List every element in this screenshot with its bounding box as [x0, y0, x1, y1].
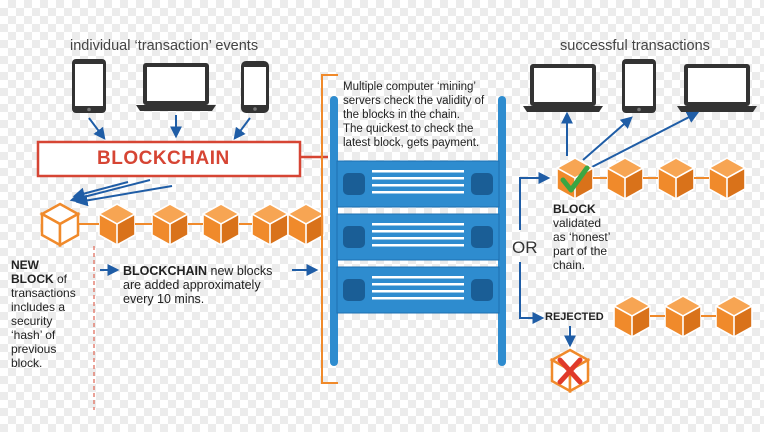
validated-line-3: as ‘honest’ [553, 230, 611, 244]
rejected-label: REJECTED [545, 311, 604, 323]
arrow [589, 111, 700, 169]
events-heading: individual ‘transaction’ events [70, 38, 259, 54]
new-block-cube-icon [40, 202, 80, 247]
blockchain-label: BLOCKCHAIN [97, 148, 230, 169]
mining-line-2: servers check the validity of [343, 95, 485, 107]
cube-icon [715, 295, 753, 338]
checkmark-icon [560, 165, 590, 193]
cross-icon [557, 357, 583, 385]
validated-line-4: part of the [553, 244, 608, 258]
server-icon [336, 266, 500, 314]
server-icon [336, 160, 500, 208]
blockchain-note: BLOCKCHAIN new blocks are added approxim… [123, 264, 272, 306]
arrow [519, 172, 551, 230]
cube-icon [151, 203, 189, 246]
cube-icon [287, 203, 325, 246]
new-block-line-8: block. [11, 356, 43, 370]
cube-icon [251, 203, 289, 246]
success-heading: successful transactions [560, 38, 710, 54]
tablet-icon [72, 59, 106, 113]
blockchain-note-line-2: are added approximately [123, 278, 261, 292]
new-block-line-5: security [11, 314, 53, 328]
cube-icon [657, 157, 695, 200]
arrow [582, 116, 633, 161]
cube-icon [606, 157, 644, 200]
laptop-icon [136, 63, 216, 111]
arrow [88, 117, 106, 140]
arrow [519, 262, 545, 324]
cube-icon [613, 295, 651, 338]
cube-icon [98, 203, 136, 246]
new-block-line-3: transactions [11, 286, 76, 300]
new-block-description: NEW BLOCK of transactions includes a sec… [11, 258, 76, 370]
mining-line-1: Multiple computer ‘mining’ [343, 81, 476, 93]
validated-line-1: BLOCK [553, 202, 596, 216]
orange-bracket [321, 74, 338, 384]
arrow [75, 185, 173, 207]
cube-icon [664, 295, 702, 338]
arrow [233, 117, 251, 140]
blockchain-note-line-1: BLOCKCHAIN new blocks [123, 264, 272, 278]
laptop-icon [677, 64, 757, 112]
validated-line-2: validated [553, 216, 602, 230]
new-block-line-2: BLOCK of [11, 272, 68, 286]
mining-line-4: The quickest to check the [343, 123, 474, 135]
new-block-line-6: ‘hash’ of [11, 328, 56, 342]
new-block-line-7: previous [11, 342, 57, 356]
validated-description: BLOCK validated as ‘honest’ part of the … [553, 202, 610, 272]
validated-line-5: chain. [553, 258, 586, 272]
server-icon [336, 213, 500, 261]
new-block-line-4: includes a [11, 300, 66, 314]
mining-line-3: the blocks in the chain. [343, 109, 460, 121]
blockchain-note-bold: BLOCKCHAIN [123, 264, 208, 278]
blockchain-note-line-3: every 10 mins. [123, 292, 205, 306]
pillar-right [498, 96, 506, 366]
pillar-left [330, 96, 338, 366]
cube-icon [202, 203, 240, 246]
laptop-icon [523, 64, 603, 112]
blockchain-note-rest: new blocks [207, 264, 273, 278]
new-block-line-1: NEW [11, 258, 39, 272]
or-label: OR [512, 238, 538, 257]
smartphone-icon [241, 61, 269, 113]
mining-line-5: latest block, gets payment. [343, 137, 480, 149]
mining-description: Multiple computer ‘mining’ servers check… [343, 80, 484, 150]
tablet-icon [622, 59, 656, 113]
cube-icon [708, 157, 746, 200]
arrow [72, 181, 129, 200]
blockchain-box [36, 140, 302, 178]
